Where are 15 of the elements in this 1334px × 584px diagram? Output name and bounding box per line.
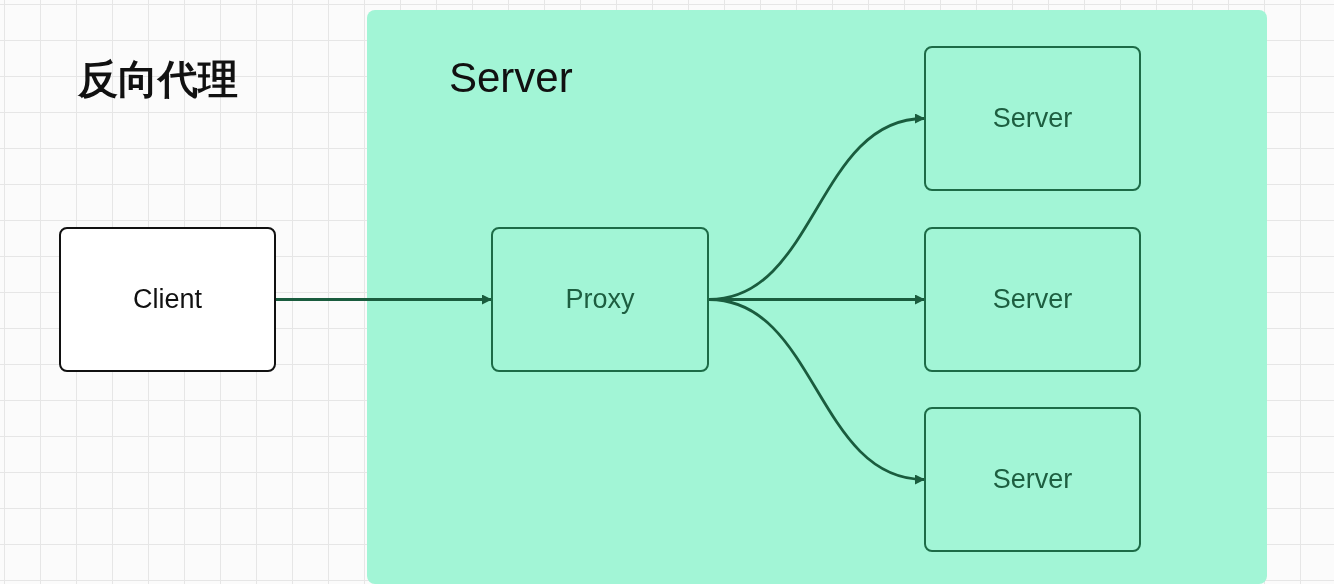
process-box — [491, 227, 709, 372]
process-box — [924, 46, 1141, 191]
box-label: Server — [992, 103, 1073, 134]
server-group-panel — [367, 10, 1267, 584]
box-label: Server — [992, 284, 1073, 315]
box-label: Proxy — [565, 284, 635, 315]
diagram-title: 反向代理 — [78, 55, 238, 104]
process-box — [924, 227, 1141, 372]
arrow — [276, 294, 492, 305]
box-label: Server — [992, 464, 1073, 495]
process-box — [924, 407, 1141, 552]
group-heading: Server — [449, 54, 573, 102]
client-box — [59, 227, 276, 372]
box-label: Client — [133, 284, 202, 315]
arrow — [708, 298, 925, 484]
